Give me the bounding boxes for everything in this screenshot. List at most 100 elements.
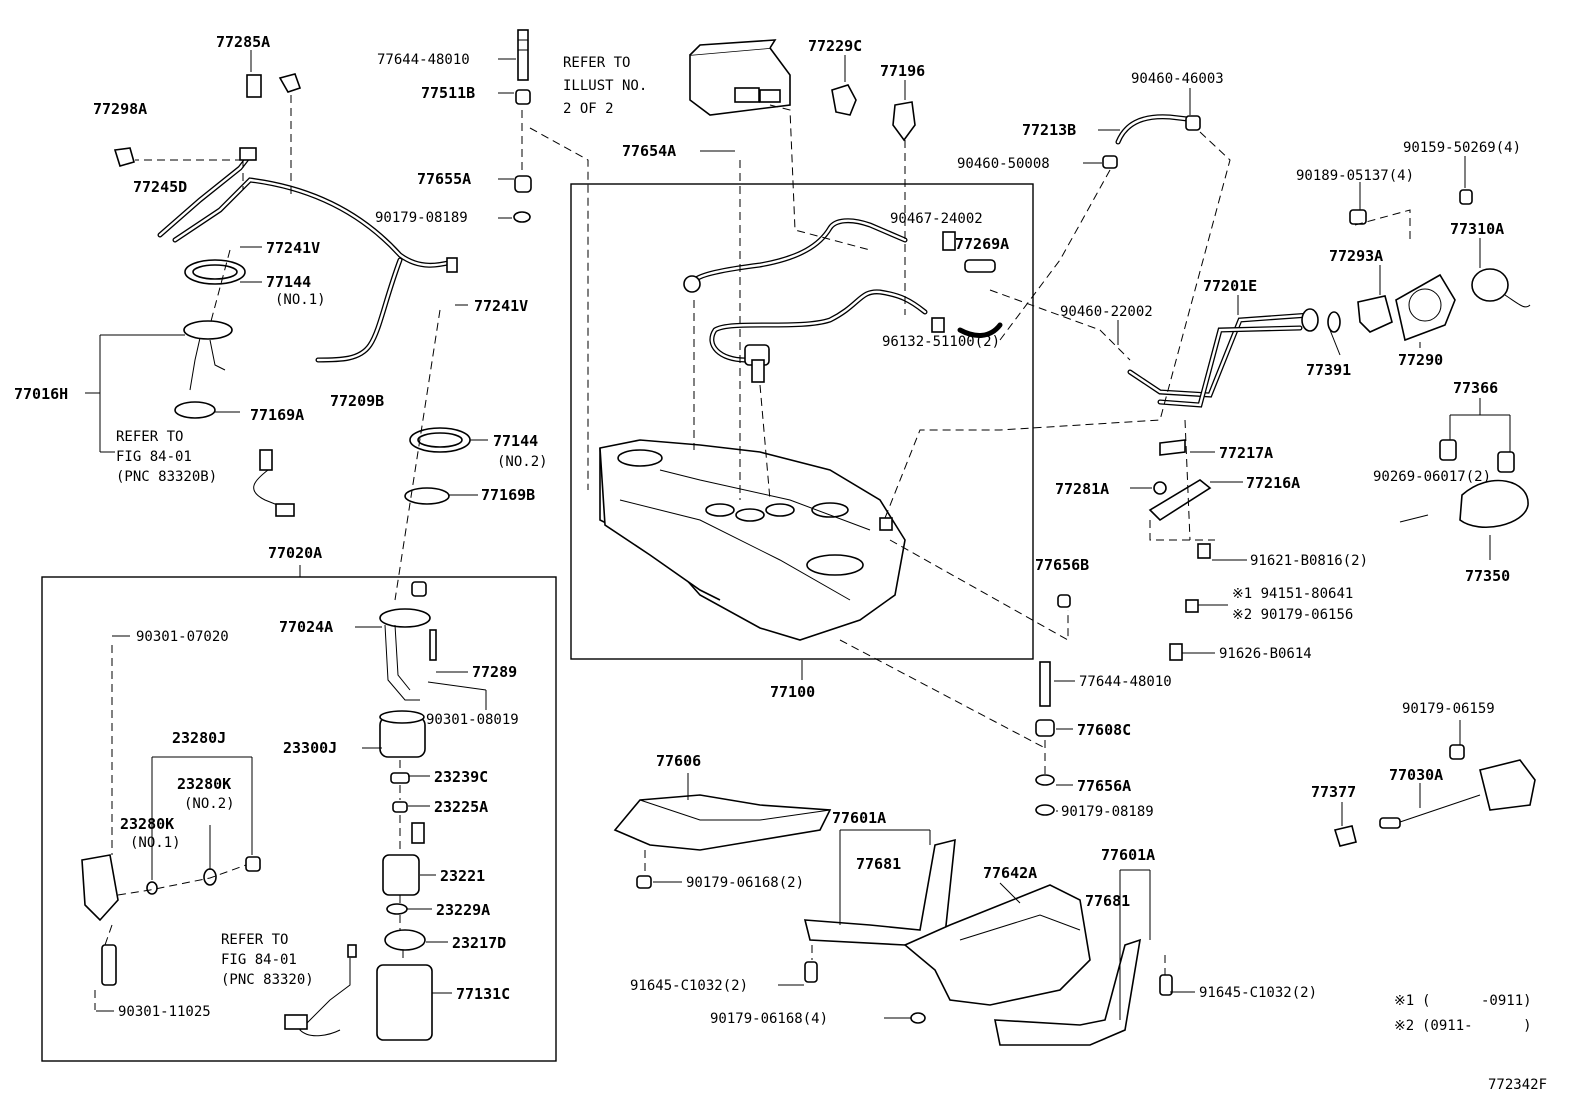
sender-wire-harness xyxy=(113,73,458,363)
callout-23280j: 23280J xyxy=(172,729,226,747)
callout-90189-05137: 90189-05137(4) xyxy=(1296,168,1414,184)
filler-pipe-77201e xyxy=(1127,308,1341,408)
callout-91626-b0614: 91626-B0614 xyxy=(1219,646,1312,662)
callout-23280k-no1: 23280K xyxy=(120,815,174,833)
callout-90301-07020: 90301-07020 xyxy=(136,629,229,645)
callout-91645-c1032-right: 91645-C1032(2) xyxy=(1199,985,1317,1001)
callout-77655a: 77655A xyxy=(417,170,471,188)
lock-ring-77144-no2 xyxy=(409,427,471,453)
callout-90301-08019: 90301-08019 xyxy=(426,712,519,728)
diagram-code: 772342F xyxy=(1488,1077,1547,1093)
tank-protector-77642a xyxy=(903,884,1091,1024)
callout-77608c: 77608C xyxy=(1077,721,1131,739)
pressure-sensor-top xyxy=(513,29,532,223)
pump-filter-parts xyxy=(376,772,433,1041)
callout-77285a: 77285A xyxy=(216,33,270,51)
callout-77656b: 77656B xyxy=(1035,556,1089,574)
callout-90460-46003: 90460-46003 xyxy=(1131,71,1224,87)
callout-23217d: 23217D xyxy=(452,934,506,952)
callout-90301-11025: 90301-11025 xyxy=(118,1004,211,1020)
callout-77217a: 77217A xyxy=(1219,444,1273,462)
callout-77216a: 77216A xyxy=(1246,474,1300,492)
callout-77281a: 77281A xyxy=(1055,480,1109,498)
pump-bracket-77024a xyxy=(379,581,437,701)
callout-77131c: 77131C xyxy=(456,985,510,1003)
fuel-tank xyxy=(599,439,906,641)
fuel-pump-23300j xyxy=(379,710,426,758)
callout-refer-lower-1: REFER TO xyxy=(221,932,288,948)
fuel-cap-77310a xyxy=(1471,268,1531,308)
valve-77196 xyxy=(892,101,916,142)
callout-90179-08189-bottom: 90179-08189 xyxy=(1061,804,1154,820)
fuel-tank-frame xyxy=(570,183,1034,660)
valve-77229c xyxy=(831,84,857,116)
callout-23225a: 23225A xyxy=(434,798,488,816)
callout-77289: 77289 xyxy=(472,663,517,681)
callout-77169a: 77169A xyxy=(250,406,304,424)
callout-77024a: 77024A xyxy=(279,618,333,636)
callout-77269a: 77269A xyxy=(955,235,1009,253)
callout-77377: 77377 xyxy=(1311,783,1356,801)
callout-77016h: 77016H xyxy=(14,385,68,403)
sender-connector-lower xyxy=(284,944,357,1037)
gasket-77169b xyxy=(404,487,450,505)
callout-90460-22002: 90460-22002 xyxy=(1060,304,1153,320)
callout-refer-lower-2: FIG 84-01 xyxy=(221,952,297,968)
callout-77241v-left: 77241V xyxy=(266,239,320,257)
callout-77310a: 77310A xyxy=(1450,220,1504,238)
callout-77213b: 77213B xyxy=(1022,121,1076,139)
callout-23239c: 23239C xyxy=(434,768,488,786)
callout-refer-illust-2: ILLUST NO. xyxy=(563,78,647,94)
callout-90179-06159: 90179-06159 xyxy=(1402,701,1495,717)
note-text-2: (0911- ) xyxy=(1422,1018,1532,1034)
callout-90467-24002: 90467-24002 xyxy=(890,211,983,227)
callout-23280k-no1-tag: (NO.1) xyxy=(130,835,181,851)
callout-77290: 77290 xyxy=(1398,351,1443,369)
tank-vent-hoses xyxy=(683,218,1003,383)
note-text-1: ( -0911) xyxy=(1422,993,1532,1009)
lock-ring-77144-no1 xyxy=(184,259,246,285)
charcoal-canister xyxy=(689,39,791,116)
callout-77642a: 77642A xyxy=(983,864,1037,882)
callout-91645-c1032-left: 91645-C1032(2) xyxy=(630,978,748,994)
callout-77391: 77391 xyxy=(1306,361,1351,379)
callout-90159-50269: 90159-50269(4) xyxy=(1403,140,1521,156)
callout-refer-illust-3: 2 OF 2 xyxy=(563,101,614,117)
pressure-sensor-bottom xyxy=(1035,594,1071,816)
callout-labels: 77285A 77298A 77245D 77241V 77144 (NO.1)… xyxy=(14,33,1547,1093)
callout-77350: 77350 xyxy=(1465,567,1510,585)
callout-77601a-left: 77601A xyxy=(832,809,886,827)
tank-protector-77606 xyxy=(613,794,832,889)
callout-refer-left-2: FIG 84-01 xyxy=(116,449,192,465)
pressure-regulator-23280j xyxy=(81,854,261,986)
callout-refer-illust-1: REFER TO xyxy=(563,55,630,71)
callout-77245d: 77245D xyxy=(133,178,187,196)
callout-refer-left-1: REFER TO xyxy=(116,429,183,445)
callout-90269-06017: 90269-06017(2) xyxy=(1373,469,1491,485)
callout-23300j: 23300J xyxy=(283,739,337,757)
callout-77656a: 77656A xyxy=(1077,777,1131,795)
callout-77298a: 77298A xyxy=(93,100,147,118)
callout-77293a: 77293A xyxy=(1329,247,1383,265)
callout-77601a-right: 77601A xyxy=(1101,846,1155,864)
gasket-77169a xyxy=(174,401,216,419)
callout-23229a: 23229A xyxy=(436,901,490,919)
sender-gauge-77016h xyxy=(183,320,233,391)
callout-94151-80641: ※1 94151-80641 xyxy=(1232,586,1353,602)
callout-23280k-no2: 23280K xyxy=(177,775,231,793)
note-mark-1: ※1 xyxy=(1394,993,1414,1009)
callout-96132-51100: 96132-51100(2) xyxy=(882,334,1000,350)
callout-77654a: 77654A xyxy=(622,142,676,160)
callout-refer-left-3: (PNC 83320B) xyxy=(116,469,217,485)
leader-lines xyxy=(85,50,1511,1020)
tank-strap-right xyxy=(994,938,1173,1046)
callout-77144-right: 77144 xyxy=(493,432,538,450)
pump-group-label: 77020A xyxy=(268,544,322,562)
callout-77241v-right: 77241V xyxy=(474,297,528,315)
callout-77511b: 77511B xyxy=(421,84,475,102)
filler-hose-77213b xyxy=(1102,114,1201,169)
callout-90179-08189-top: 90179-08189 xyxy=(375,210,468,226)
tank-label: 77100 xyxy=(770,683,815,701)
callout-90460-50008: 90460-50008 xyxy=(957,156,1050,172)
